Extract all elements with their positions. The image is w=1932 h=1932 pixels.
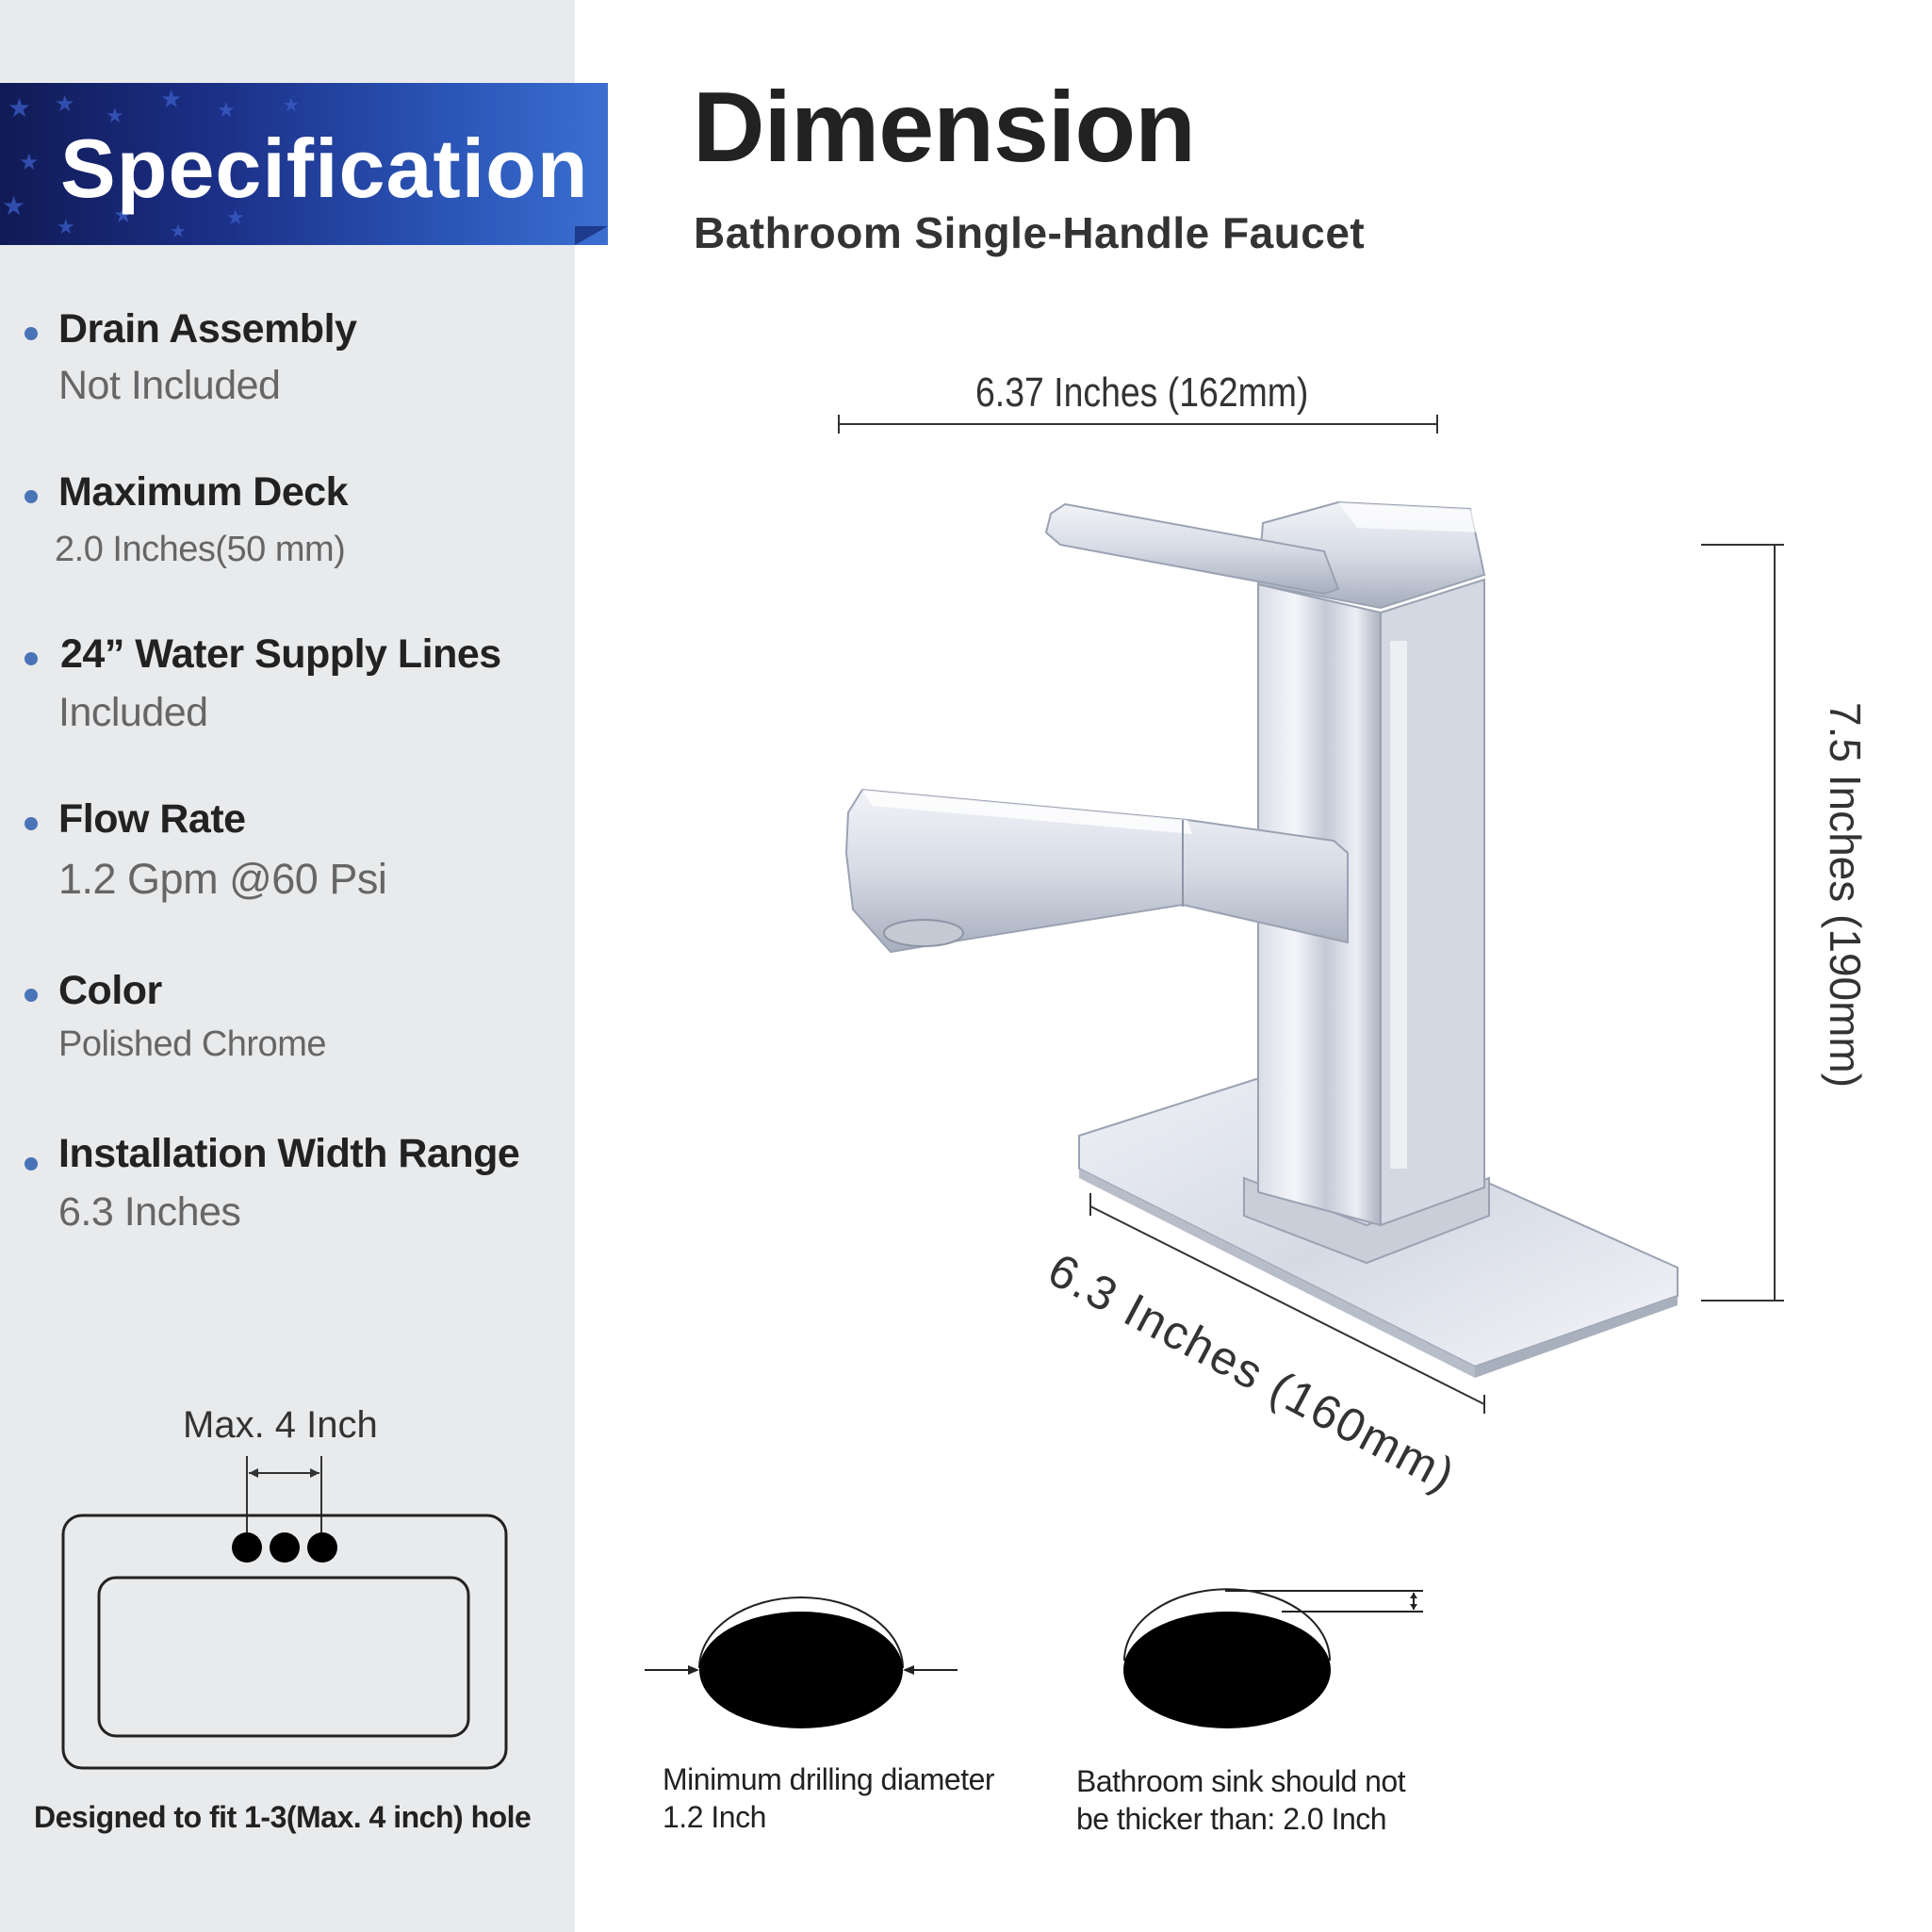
bullet-icon [25, 652, 38, 665]
svg-text:★: ★ [2, 190, 25, 221]
svg-text:★: ★ [113, 202, 134, 228]
bullet-icon [25, 490, 38, 503]
bullet-icon [25, 989, 38, 1002]
svg-text:★: ★ [19, 149, 40, 175]
bullet-icon [25, 327, 38, 340]
spec-value: Polished Chrome [58, 1024, 326, 1064]
sink-hole-diagram [61, 1456, 508, 1770]
spec-label: Flow Rate [58, 796, 246, 842]
dimension-subtitle: Bathroom Single-Handle Faucet [694, 208, 1366, 257]
drilling-note-line-2: 1.2 Inch [663, 1800, 766, 1834]
svg-text:★: ★ [283, 93, 300, 116]
width-dimension-label: 6.37 Inches (162mm) [975, 369, 1309, 416]
spec-label: Installation Width Range [58, 1131, 520, 1176]
sink-thickness-note: Bathroom sink should not be thicker than… [1076, 1762, 1406, 1838]
thickness-note-line-2: be thicker than: 2.0 Inch [1076, 1802, 1387, 1836]
max-hole-spacing-label: Max. 4 Inch [183, 1404, 378, 1446]
svg-text:★: ★ [226, 206, 245, 230]
svg-text:★: ★ [106, 105, 124, 128]
svg-text:★: ★ [170, 220, 187, 242]
svg-text:★: ★ [57, 216, 75, 239]
svg-text:★: ★ [160, 86, 182, 114]
bullet-icon [25, 817, 38, 830]
spec-label: Color [58, 968, 162, 1013]
hole-fit-caption: Designed to fit 1-3(Max. 4 inch) hole [34, 1800, 532, 1834]
spec-value: Included [58, 690, 208, 735]
drilling-diameter-note: Minimum drilling diameter 1.2 Inch [663, 1760, 995, 1836]
spec-value: 2.0 Inches(50 mm) [55, 530, 346, 569]
svg-text:★: ★ [217, 99, 236, 123]
spec-value: 6.3 Inches [58, 1189, 241, 1235]
specification-panel [0, 0, 575, 1932]
svg-text:★: ★ [55, 90, 75, 117]
spec-label: Drain Assembly [58, 306, 357, 352]
drilling-note-line-1: Minimum drilling diameter [663, 1762, 995, 1796]
spec-label: Maximum Deck [58, 469, 349, 515]
svg-text:★: ★ [8, 92, 31, 123]
banner-background: ★ ★ ★ ★ ★ ★ ★ ★ ★ ★ ★ ★ [0, 83, 608, 245]
bullet-icon [25, 1157, 38, 1171]
spec-value: Not Included [58, 363, 281, 408]
thickness-note-line-1: Bathroom sink should not [1076, 1764, 1406, 1798]
dimension-title: Dimension [693, 72, 1196, 183]
banner-title: Specification [60, 122, 589, 215]
spec-label: 24” Water Supply Lines [60, 631, 501, 677]
specification-banner: ★ ★ ★ ★ ★ ★ ★ ★ ★ ★ ★ ★ [0, 83, 608, 245]
spec-value: 1.2 Gpm @60 Psi [58, 855, 387, 903]
